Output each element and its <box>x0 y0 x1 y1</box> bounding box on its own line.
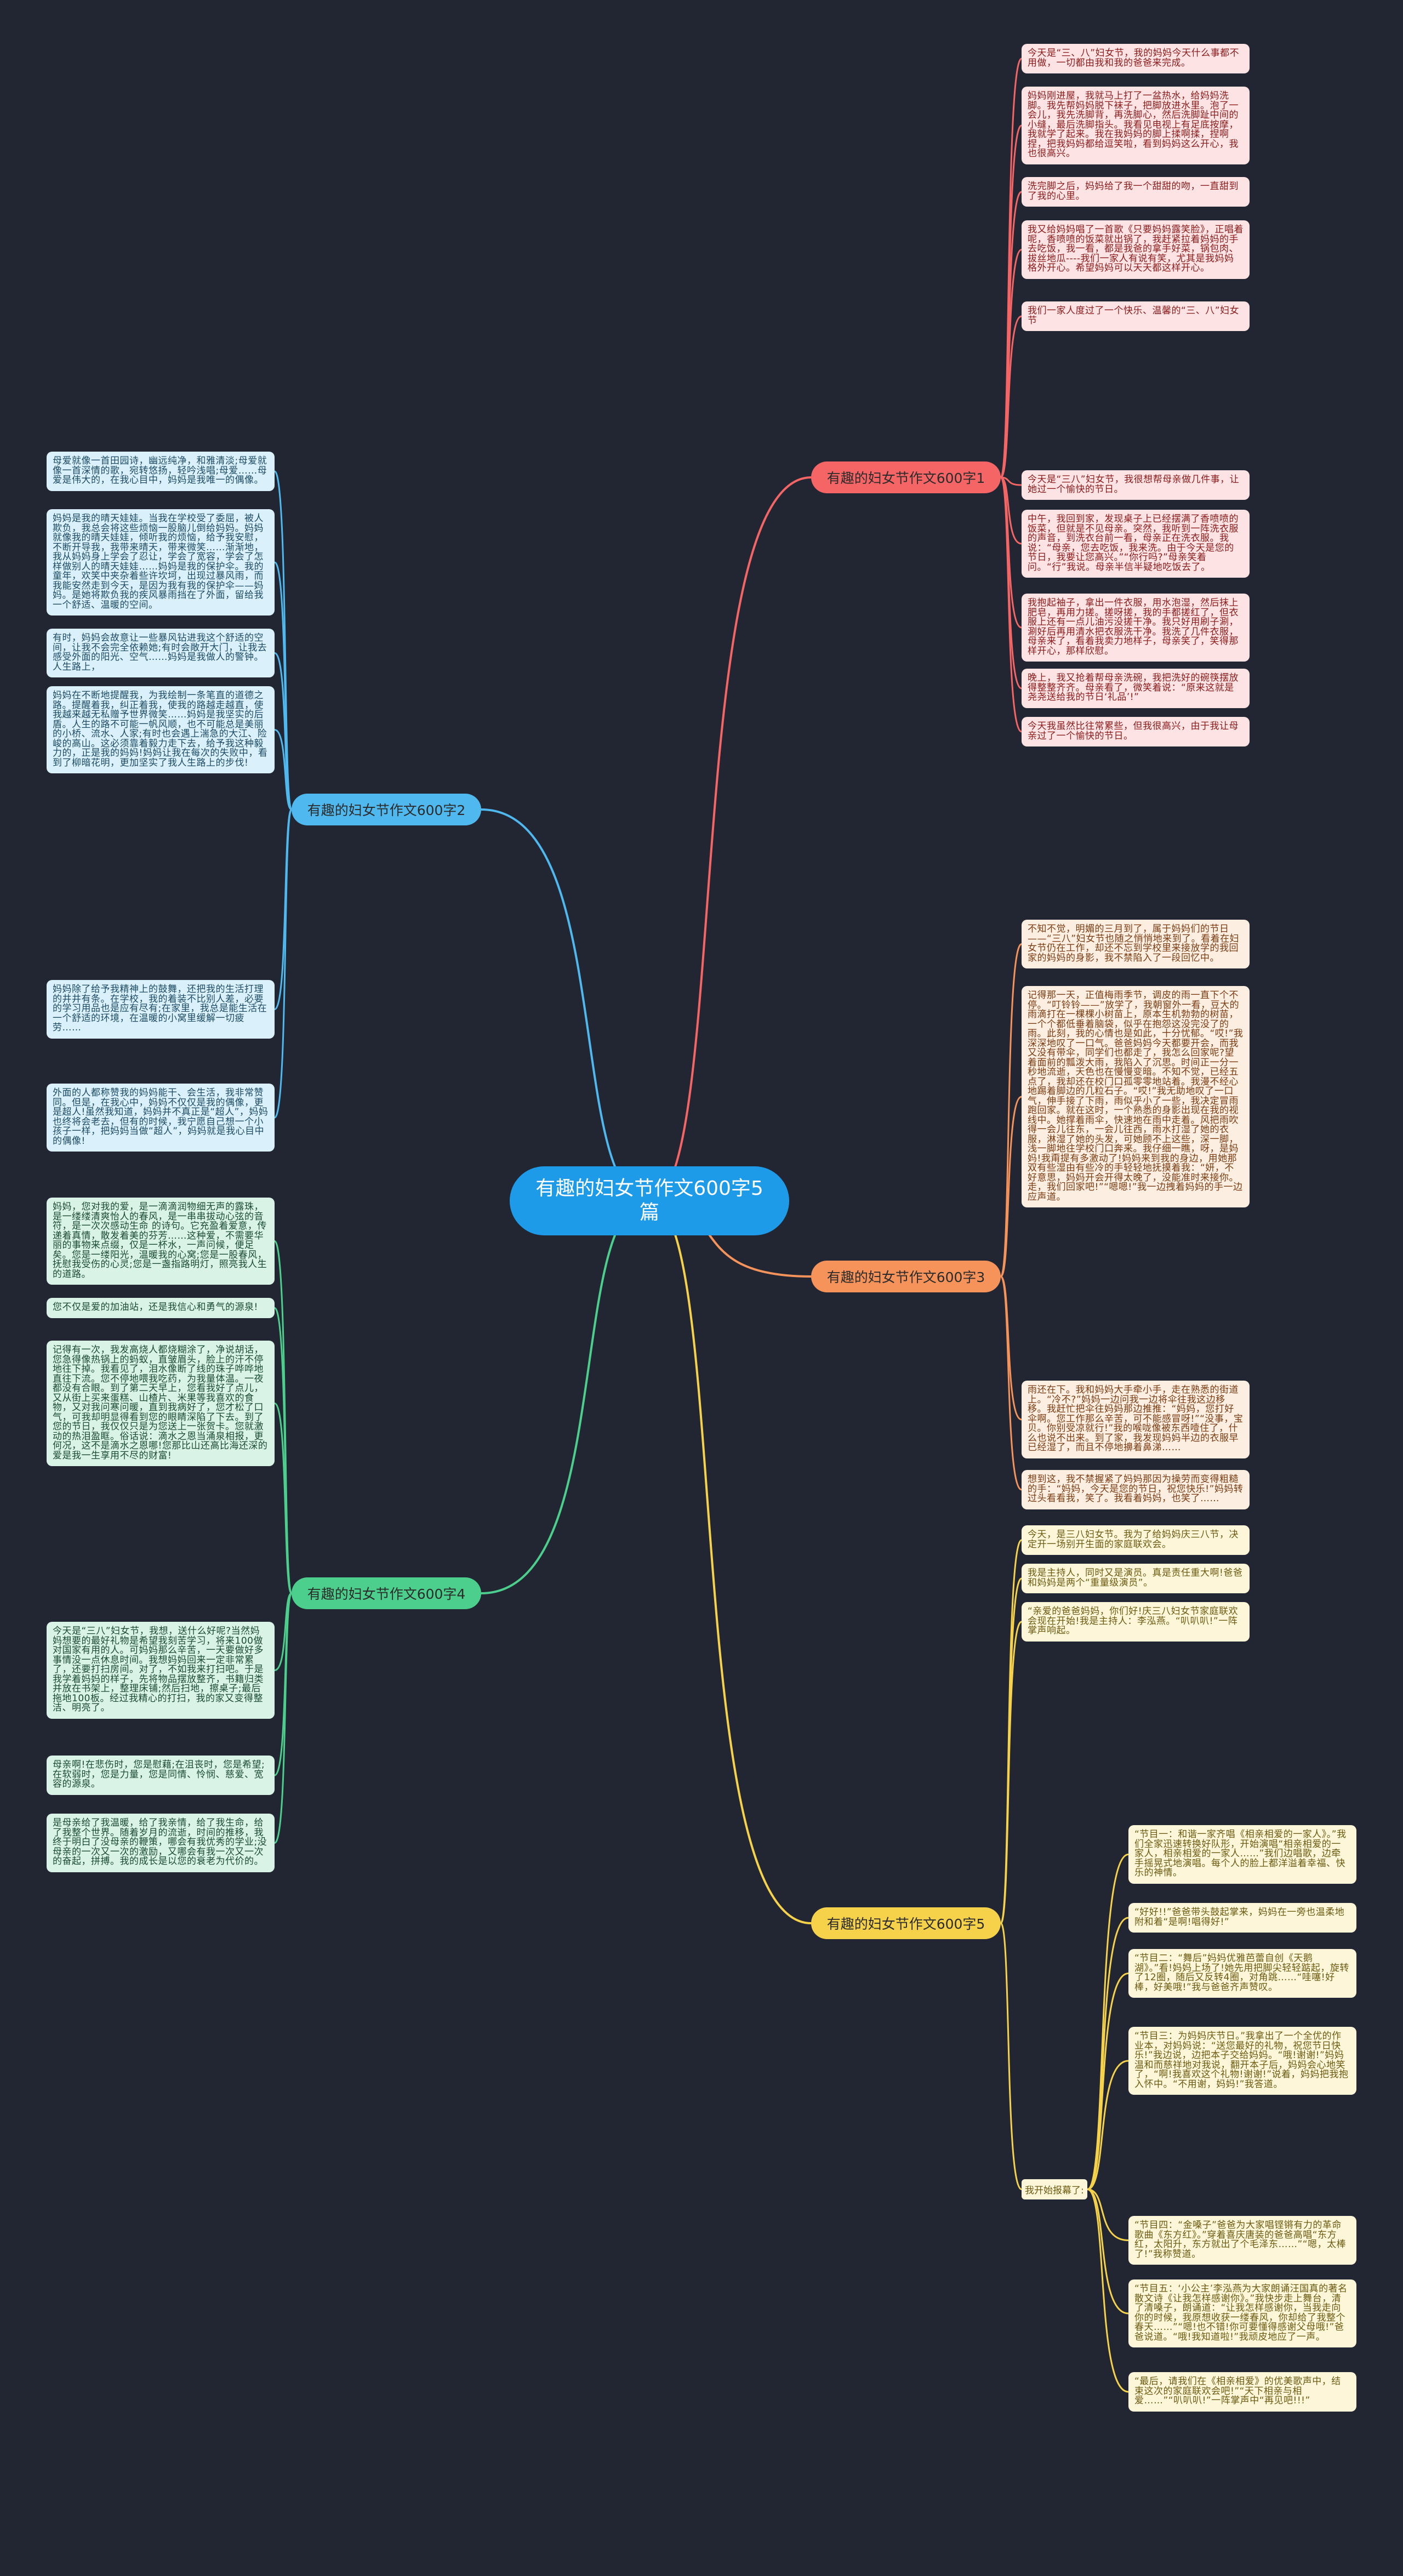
leaf-note[interactable]: 今天我虽然比往常累些，但我很高兴，由于我让母亲过了一个愉快的节日。 <box>1022 717 1250 746</box>
leaf-note[interactable]: 洗完脚之后，妈妈给了我一个甜甜的吻，一直甜到了我的心里。 <box>1022 177 1250 207</box>
leaf-note[interactable]: 我又给妈妈唱了一首歌《只要妈妈露笑脸》，正唱着呢，香喷喷的饭菜就出锅了，我赶紧拉… <box>1022 220 1250 279</box>
leaf-note[interactable]: 不知不觉，明媚的三月到了，属于妈妈们的节日——“三八”妇女节也随之悄悄地来到了。… <box>1022 920 1250 968</box>
connector <box>1087 2189 1129 2241</box>
leaf-note[interactable]: 今天是“三八”妇女节，我很想帮母亲做几件事，让她过一个愉快的节日。 <box>1022 470 1250 500</box>
leaf-note[interactable]: 母爱就像一首田园诗，幽远纯净，和雅清淡;母爱就像一首深情的歌，宛转悠扬，轻吟浅唱… <box>47 452 275 491</box>
connector <box>1000 1922 1022 2190</box>
leaf-note[interactable]: 妈妈，您对我的爱，是一滴滴润物细无声的露珠，是一缕缕清爽怡人的春风，是一串串拔动… <box>47 1198 275 1285</box>
connector <box>1000 476 1022 733</box>
connector <box>1087 1973 1129 2190</box>
leaf-note[interactable]: 母亲啊!在悲伤时，您是慰藉;在沮丧时，您是希望;在软弱时，您是力量，您是同情、怜… <box>47 1756 275 1795</box>
connector <box>1087 2189 1129 2315</box>
leaf-note[interactable]: 妈妈除了给予我精神上的鼓舞，还把我的生活打理的井井有条。在学校，我的着装不比别人… <box>47 980 275 1039</box>
connector <box>1000 1539 1023 1924</box>
leaf-note[interactable]: “节目五：‘小公主’李泓燕为大家朗诵汪国真的著名散文诗《让我怎样感谢你》。”我快… <box>1128 2279 1356 2347</box>
leaf-note[interactable]: 记得有一次，我发高烧人都烧糊涂了，净说胡话，您急得像热锅上的蚂蚁，直皱眉头，脸上… <box>47 1341 275 1466</box>
leaf-note[interactable]: 是母亲给了我温暖，给了我亲情，给了我生命，给了我整个世界。随着岁月的流逝，时间的… <box>47 1814 275 1872</box>
connector <box>481 1200 650 1594</box>
subtopic-announce[interactable]: 我开始报幕了: <box>1022 2179 1087 2199</box>
leaf-note[interactable]: 外面的人都称赞我的妈妈能干、会生活，我非常赞同。但是，在我心中，妈妈不仅仅是我的… <box>47 1084 275 1152</box>
branch-topic-1[interactable]: 有趣的妇女节作文600字1 <box>811 461 1001 493</box>
leaf-note[interactable]: “亲爱的爸爸妈妈，你们好!庆三八妇女节家庭联欢会现在开始!我是主持人：李泓燕。“… <box>1022 1602 1250 1642</box>
connector <box>1087 1917 1129 2190</box>
leaf-note[interactable]: 妈妈是我的晴天娃娃。当我在学校受了委屈，被人欺负，我总会将这些烦恼一股脑儿倒给妈… <box>47 509 275 615</box>
connector <box>1000 476 1022 629</box>
leaf-note[interactable]: 雨还在下。我和妈妈大手牵小手，走在熟悉的街道上。“冷不?”妈妈一边问我一边将伞往… <box>1022 1381 1250 1458</box>
connector <box>649 1200 812 1924</box>
connector <box>274 808 293 1010</box>
leaf-note[interactable]: 今天是“三、八”妇女节，我的妈妈今天什么事都不用做，一切都由我和我的爸爸来完成。 <box>1022 44 1250 73</box>
leaf-note[interactable]: “最后，请我们在《相亲相爱》的优美歌声中，结束这次的家庭联欢会吧!”“天下相亲与… <box>1128 2372 1356 2412</box>
leaf-note[interactable]: 有时，妈妈会故意让一些暴风钻进我这个舒适的空间，让我不会完全依赖她;有时会敞开大… <box>47 629 275 677</box>
leaf-note[interactable]: 您不仅是爱的加油站，还是我信心和勇气的源泉! <box>47 1298 275 1318</box>
connector <box>1000 476 1022 486</box>
leaf-note[interactable]: 想到这，我不禁握紧了妈妈那因为操劳而变得粗糙的手：“妈妈，今天是您的节日，祝您快… <box>1022 1470 1250 1509</box>
connector <box>1000 1275 1022 1421</box>
connector <box>1000 1096 1022 1278</box>
leaf-note[interactable]: 我们一家人度过了一个快乐、温馨的“三、八”妇女节 <box>1022 301 1250 331</box>
leaf-note[interactable]: 记得那一天，正值梅雨季节，调皮的雨一直下个不停。“叮铃铃——”放学了，我朝窗外一… <box>1022 986 1250 1207</box>
leaf-note[interactable]: “节目四：“金嗓子”爸爸为大家唱铿锵有力的革命歌曲《东方红》。”穿着喜庆唐装的爸… <box>1128 2216 1356 2265</box>
connector <box>274 1403 293 1594</box>
leaf-note[interactable]: 晚上，我又抢着帮母亲洗碗，我把洗好的碗筷摆放得整整齐齐。母亲看了，微笑着说：“原… <box>1022 669 1250 708</box>
connector <box>1000 1275 1022 1491</box>
connector <box>273 1240 293 1594</box>
leaf-note[interactable]: 今天，是三八妇女节。我为了给妈妈庆三八节，决定开一场别开生面的家庭联欢会。 <box>1022 1525 1250 1555</box>
leaf-note[interactable]: 中午，我回到家，发现桌子上已经摆满了香喷喷的饭菜，但就是不见母亲。突然，我听到一… <box>1022 510 1250 578</box>
connector <box>1000 476 1022 545</box>
connector <box>481 808 650 1202</box>
connector <box>274 652 293 811</box>
connector <box>274 729 292 811</box>
branch-topic-4[interactable]: 有趣的妇女节作文600字4 <box>292 1577 481 1609</box>
leaf-note[interactable]: 我抱起袖子，拿出一件衣服，用水泡湿，然后抹上肥皂，再用力搓。搓呀搓，我的手都搓红… <box>1022 594 1250 662</box>
leaf-note[interactable]: 妈妈刚进屋，我就马上打了一盆热水，给妈妈洗脚。我先帮妈妈脱下袜子，把脚放进水里。… <box>1022 87 1250 164</box>
connector <box>274 1592 293 1776</box>
leaf-note[interactable]: “好好!!”爸爸带头鼓起掌来，妈妈在一旁也温柔地附和着“是啊!唱得好!” <box>1128 1903 1356 1933</box>
leaf-note[interactable]: “节目三：为妈妈庆节日。”我拿出了一个全优的作业本，对妈妈说：“送您最好的礼物，… <box>1128 2027 1356 2095</box>
connector <box>1000 1621 1022 1924</box>
branch-topic-5[interactable]: 有趣的妇女节作文600字5 <box>811 1907 1001 1939</box>
leaf-note[interactable]: “节目一：和谐一家齐唱《相亲相爱的一家人》。”我们全家迅速转换好队形，开始演唱“… <box>1128 1825 1356 1884</box>
leaf-note[interactable]: “节目二：“舞后”妈妈优雅芭蕾自创《天鹅湖》。”看!妈妈上场了!她先用把脚尖轻轻… <box>1128 1949 1356 1998</box>
connector <box>1087 2189 1129 2393</box>
connector <box>273 1592 293 1844</box>
connector <box>1000 315 1022 478</box>
leaf-note[interactable]: 我是主持人，同时又是演员。真是责任重大啊!爸爸和妈妈是两个“重量级演员”。 <box>1022 1564 1250 1593</box>
connector <box>1087 2060 1129 2190</box>
branch-topic-3[interactable]: 有趣的妇女节作文600字3 <box>811 1261 1001 1292</box>
connector <box>273 808 293 1119</box>
central-topic[interactable]: 有趣的妇女节作文600字5篇 <box>510 1166 789 1235</box>
branch-topic-2[interactable]: 有趣的妇女节作文600字2 <box>292 794 481 825</box>
leaf-note[interactable]: 今天是“三八”妇女节，我想，送什么好呢?当然妈妈想要的最好礼物是希望我刻苦学习，… <box>47 1622 275 1719</box>
connector <box>1000 943 1023 1278</box>
connector <box>649 476 812 1202</box>
leaf-note[interactable]: 妈妈在不断地提醒我，为我绘制一条笔直的道德之路。提醒着我，纠正着我，使我的路越走… <box>47 686 275 773</box>
